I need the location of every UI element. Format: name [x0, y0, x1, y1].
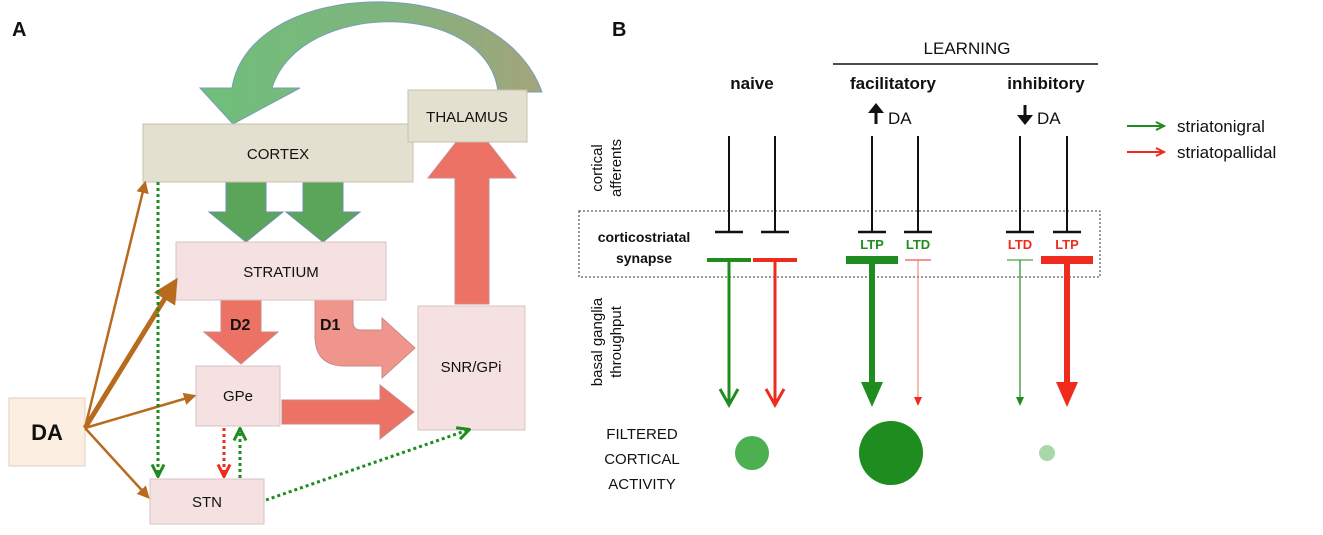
cortex-label: CORTEX: [247, 146, 309, 163]
d2-pathway-arrow: [202, 299, 280, 365]
throughput-facilitatory-striatonigral: [846, 256, 898, 407]
d1-label: D1: [320, 317, 341, 334]
plasticity-inh-right: LTP: [1055, 237, 1079, 252]
row-label-throughput: throughput: [608, 305, 625, 378]
gpe-label: GPe: [223, 388, 253, 405]
facilitatory-column-title: facilitatory: [850, 74, 937, 93]
filtered-label-line1: FILTERED: [606, 426, 678, 443]
cortical-afferent-inhibitory-2: [1053, 136, 1081, 234]
legend-striatonigral-label: striatonigral: [1177, 117, 1265, 136]
naive-column-title: naive: [730, 74, 773, 93]
legend-striatonigral: [1127, 121, 1167, 131]
da-label: DA: [31, 420, 63, 445]
legend-striatopallidal: [1127, 147, 1167, 157]
cortex-stratium-arrow-right: [284, 181, 362, 243]
cortical-afferent-facilitatory-2: [904, 136, 932, 234]
row-label-cortical: cortical: [589, 144, 606, 192]
gpe-box: [195, 365, 281, 427]
cortex-box: [142, 123, 414, 183]
cortical-afferent-naive-2: [761, 136, 789, 234]
corticostriatal-synapse-box: [578, 210, 1101, 278]
da-cortex-arrow: [83, 180, 149, 429]
cortex-stratium-arrow-left: [207, 181, 285, 243]
snr-thalamus-arrow: [426, 121, 518, 305]
da-up-label: DA: [888, 109, 912, 128]
snr-gpi-label: SNR/GPi: [441, 359, 502, 376]
da-down-arrow-icon: [1017, 105, 1033, 125]
cortical-afferent-inhibitory-1: [1006, 136, 1034, 234]
stratium-box: [175, 241, 387, 301]
throughput-facilitatory-striatopallidal: [905, 259, 931, 406]
thalamus-box: [407, 89, 528, 143]
gpe-snr-arrow: [281, 383, 415, 441]
inhibitory-column-title: inhibitory: [1007, 74, 1085, 93]
panel-a-label: A: [12, 19, 26, 41]
stn-box: [149, 478, 265, 525]
throughput-inhibitory-striatopallidal: [1041, 256, 1093, 407]
cortical-afferent-facilitatory-1: [858, 136, 886, 234]
filtered-label-line2: CORTICAL: [604, 451, 680, 468]
plasticity-fac-left: LTP: [860, 237, 884, 252]
activity-naive-circle: [735, 436, 769, 470]
stn-label: STN: [192, 494, 222, 511]
da-stratium-arrow: [82, 277, 178, 430]
d1-pathway-arrow: [314, 299, 416, 380]
row-label-afferents: afferents: [608, 139, 625, 197]
cortical-afferent-naive-1: [715, 136, 743, 234]
throughput-naive-striatopallidal: [753, 258, 797, 409]
da-up-arrow-icon: [868, 103, 884, 124]
activity-inhibitory-circle: [1039, 445, 1055, 461]
thalamus-cortex-loop-arrow: [198, 1, 543, 125]
d2-label: D2: [230, 317, 251, 334]
plasticity-inh-left: LTD: [1008, 237, 1032, 252]
activity-facilitatory-circle: [859, 421, 923, 485]
synapse-label-line1: corticostriatal: [598, 229, 691, 245]
da-box: [8, 397, 86, 467]
thalamus-label: THALAMUS: [426, 109, 508, 126]
da-stn-arrow: [84, 427, 150, 499]
legend-striatopallidal-label: striatopallidal: [1177, 143, 1276, 162]
throughput-inhibitory-striatonigral: [1007, 259, 1033, 406]
filtered-label-line3: ACTIVITY: [608, 476, 676, 493]
plasticity-fac-right: LTD: [906, 237, 930, 252]
row-label-basal-ganglia: basal ganglia: [589, 297, 606, 386]
stn-snr-dotted-arrow: [265, 430, 468, 502]
learning-header: LEARNING: [924, 39, 1011, 58]
da-down-label: DA: [1037, 109, 1061, 128]
synapse-label-line2: synapse: [616, 250, 672, 266]
stratium-label: STRATIUM: [243, 264, 319, 281]
throughput-naive-striatonigral: [707, 258, 751, 409]
panel-b-label: B: [612, 19, 626, 41]
da-gpe-arrow: [84, 392, 197, 430]
